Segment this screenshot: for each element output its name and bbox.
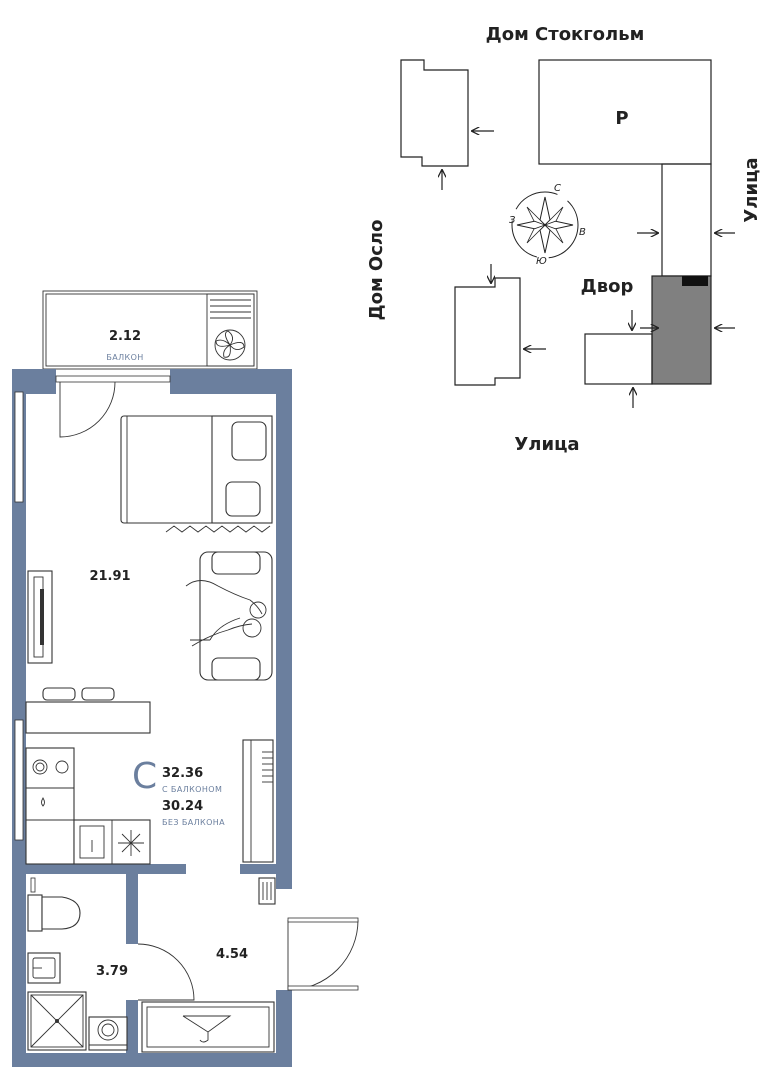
wall-segment — [12, 1053, 292, 1067]
wall-segment — [170, 369, 292, 394]
toilet-icon — [27, 894, 81, 932]
street-bottom-label: Улица — [514, 434, 579, 455]
building-annex — [584, 333, 653, 385]
balcony-door — [59, 381, 116, 438]
tv-stand-icon — [27, 570, 53, 664]
washing-machine-icon — [88, 1016, 128, 1051]
parking-label: P — [615, 108, 628, 129]
window — [14, 391, 24, 503]
section-marker — [682, 276, 708, 286]
hallway-wardrobe-icon — [141, 1001, 275, 1053]
highlighted-section — [651, 275, 712, 385]
hall-area: 4.54 — [216, 947, 248, 962]
bathroom-door — [137, 943, 195, 1001]
compass-rose-icon: С Ю З В — [509, 183, 586, 267]
apartment-plan: 2.12 БАЛКОН — [12, 290, 359, 1067]
bar-counter-icon — [25, 687, 151, 734]
compass-west: З — [509, 215, 516, 226]
sink-icon — [27, 952, 61, 984]
building-oslo-label: Дом Осло — [366, 220, 387, 321]
sofa-icon — [185, 551, 273, 681]
wall-segment — [126, 1000, 138, 1053]
site-plan: Дом Стокгольм Дом Осло Улица Улица Двор … — [366, 24, 762, 455]
ac-unit-icon — [210, 299, 251, 361]
wall-segment — [126, 864, 138, 944]
door-jamb — [287, 917, 359, 923]
compass-south: Ю — [536, 256, 547, 267]
shower-icon — [27, 991, 87, 1051]
street-right-label: Улица — [741, 157, 762, 222]
entry-door — [287, 919, 359, 991]
electric-panel-icon — [258, 877, 276, 905]
bed-icon — [120, 415, 273, 533]
balcony-unit — [206, 293, 255, 367]
wall-segment — [12, 369, 26, 1067]
yard-label: Двор — [581, 276, 634, 297]
with-balcony-label: С БАЛКОНОМ — [162, 785, 222, 794]
stockholm-building-outline — [400, 59, 469, 167]
wall-segment — [26, 864, 186, 874]
wall-segment — [240, 864, 276, 874]
wall-segment — [276, 369, 292, 889]
wall-segment — [276, 990, 292, 1067]
building-wing — [661, 163, 712, 277]
total-area-without-balcony: 30.24 — [162, 799, 203, 814]
balcony-rail — [45, 293, 255, 367]
compass-east: В — [579, 227, 586, 238]
compass-north: С — [554, 183, 561, 194]
room-area: 21.91 — [89, 569, 130, 584]
building-stockholm-label: Дом Стокгольм — [486, 24, 645, 45]
total-area-with-balcony: 32.36 — [162, 766, 203, 781]
pipe — [30, 877, 36, 893]
door-jamb — [287, 985, 359, 991]
window — [55, 375, 171, 383]
kitchen-unit-icon — [25, 747, 151, 865]
wardrobe-icon — [242, 739, 274, 863]
window — [14, 719, 24, 841]
balcony-label: БАЛКОН — [106, 353, 143, 362]
oslo-building-outline — [454, 277, 521, 386]
snowflake-icon — [118, 830, 144, 856]
balcony-area: 2.12 — [109, 329, 141, 344]
without-balcony-label: БЕЗ БАЛКОНА — [162, 818, 225, 827]
bathroom-area: 3.79 — [96, 964, 128, 979]
apartment-type-letter: С — [132, 756, 157, 797]
parking-building — [538, 59, 712, 165]
balcony-outline — [42, 290, 258, 370]
